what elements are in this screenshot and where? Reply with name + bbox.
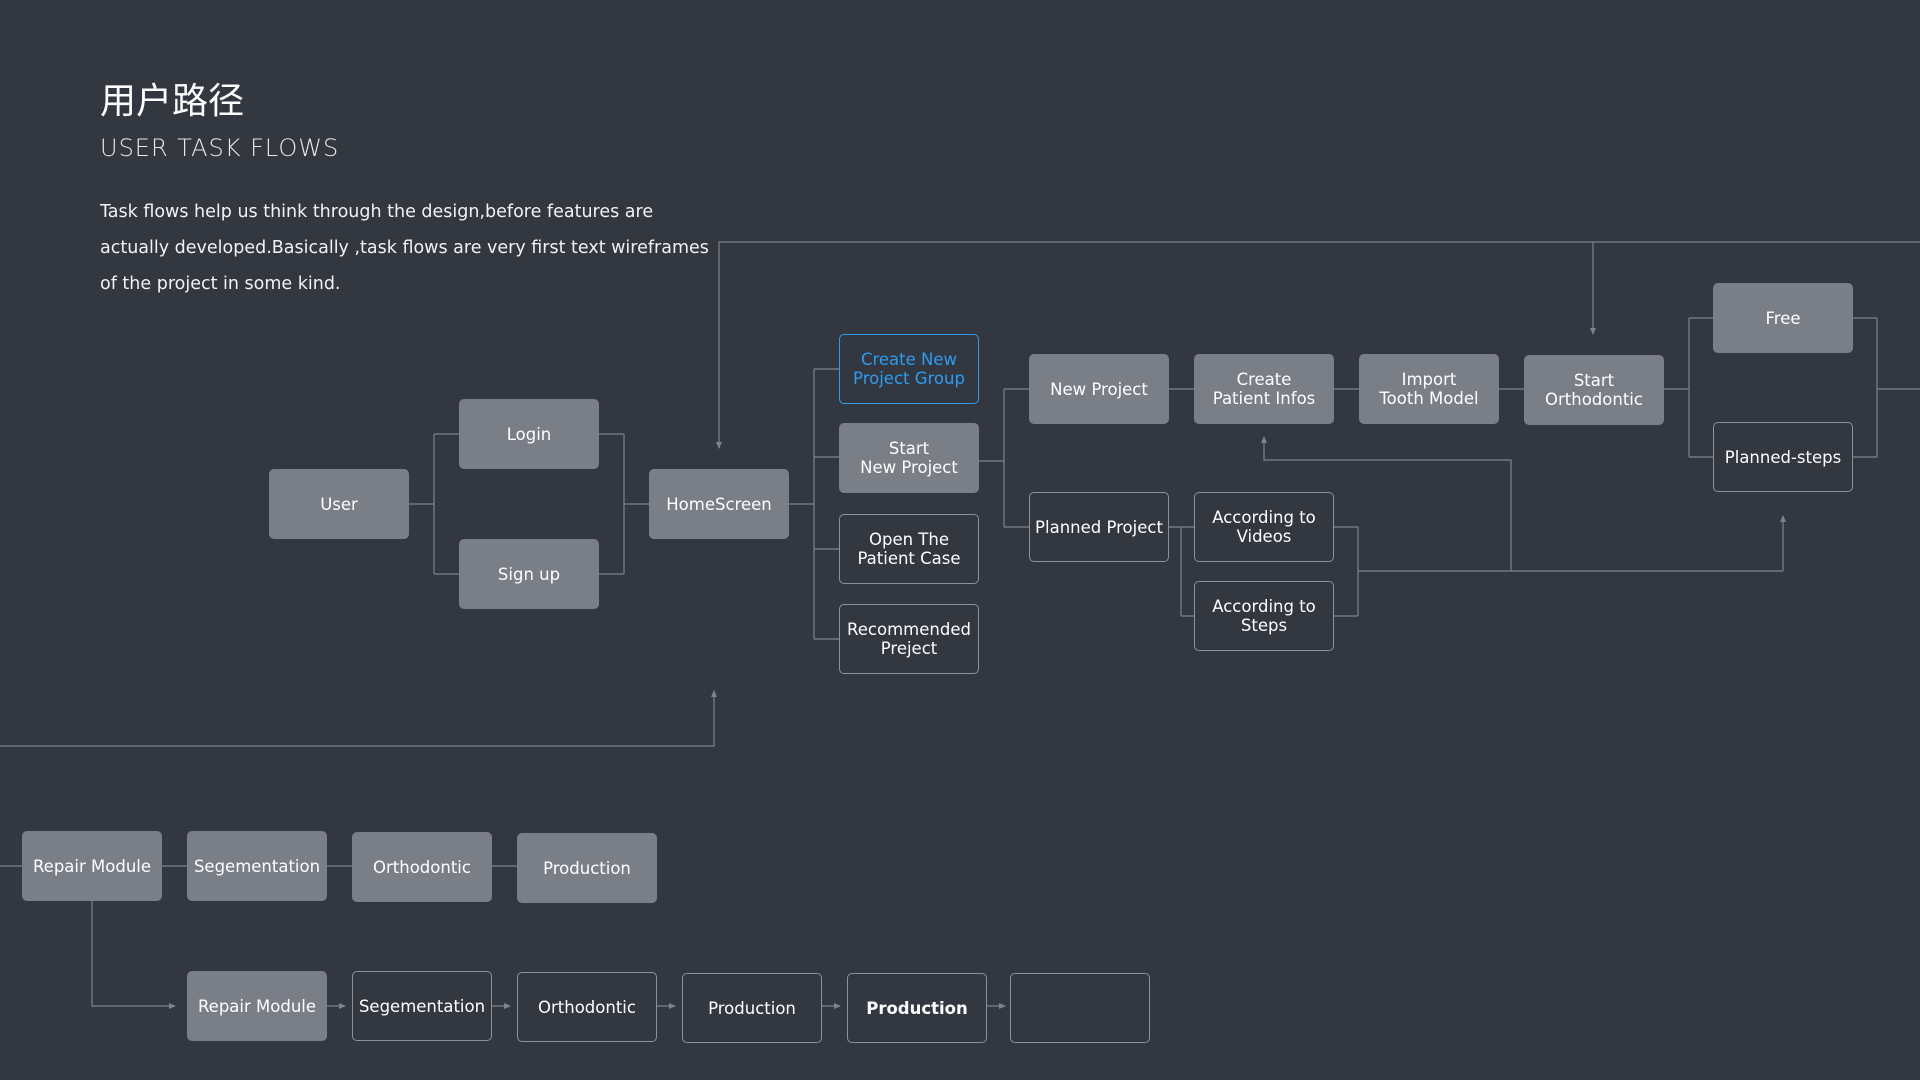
page-subtitle: USER TASK FLOWS — [100, 134, 340, 162]
node-segementation-2[interactable]: Segementation — [352, 971, 492, 1041]
node-import-tooth-model[interactable]: Import Tooth Model — [1359, 354, 1499, 424]
node-repair-module-1[interactable]: Repair Module — [22, 831, 162, 901]
node-orthodontic-2[interactable]: Orthodontic — [517, 972, 657, 1042]
node-according-to-steps[interactable]: According to Steps — [1194, 581, 1334, 651]
node-according-to-videos[interactable]: According to Videos — [1194, 492, 1334, 562]
node-login[interactable]: Login — [459, 399, 599, 469]
node-planned-project[interactable]: Planned Project — [1029, 492, 1169, 562]
node-open-patient-case[interactable]: Open The Patient Case — [839, 514, 979, 584]
node-sign-up[interactable]: Sign up — [459, 539, 599, 609]
node-user[interactable]: User — [269, 469, 409, 539]
node-production-2[interactable]: Production — [682, 973, 822, 1043]
node-empty[interactable] — [1010, 973, 1150, 1043]
node-free[interactable]: Free — [1713, 283, 1853, 353]
node-start-new-project[interactable]: Start New Project — [839, 423, 979, 493]
node-planned-steps[interactable]: Planned-steps — [1713, 422, 1853, 492]
node-orthodontic-1[interactable]: Orthodontic — [352, 832, 492, 902]
node-start-orthodontic[interactable]: Start Orthodontic — [1524, 355, 1664, 425]
page-title: 用户路径 — [100, 81, 245, 122]
node-create-patient-infos[interactable]: Create Patient Infos — [1194, 354, 1334, 424]
node-production-1[interactable]: Production — [517, 833, 657, 903]
node-homescreen[interactable]: HomeScreen — [649, 469, 789, 539]
node-recommended-project[interactable]: Recommended Preject — [839, 604, 979, 674]
node-new-project[interactable]: New Project — [1029, 354, 1169, 424]
node-segementation-1[interactable]: Segementation — [187, 831, 327, 901]
page-description: Task flows help us think through the des… — [100, 202, 709, 294]
node-create-new-project-group[interactable]: Create New Project Group — [839, 334, 979, 404]
node-repair-module-2[interactable]: Repair Module — [187, 971, 327, 1041]
node-production-3[interactable]: Production — [847, 973, 987, 1043]
